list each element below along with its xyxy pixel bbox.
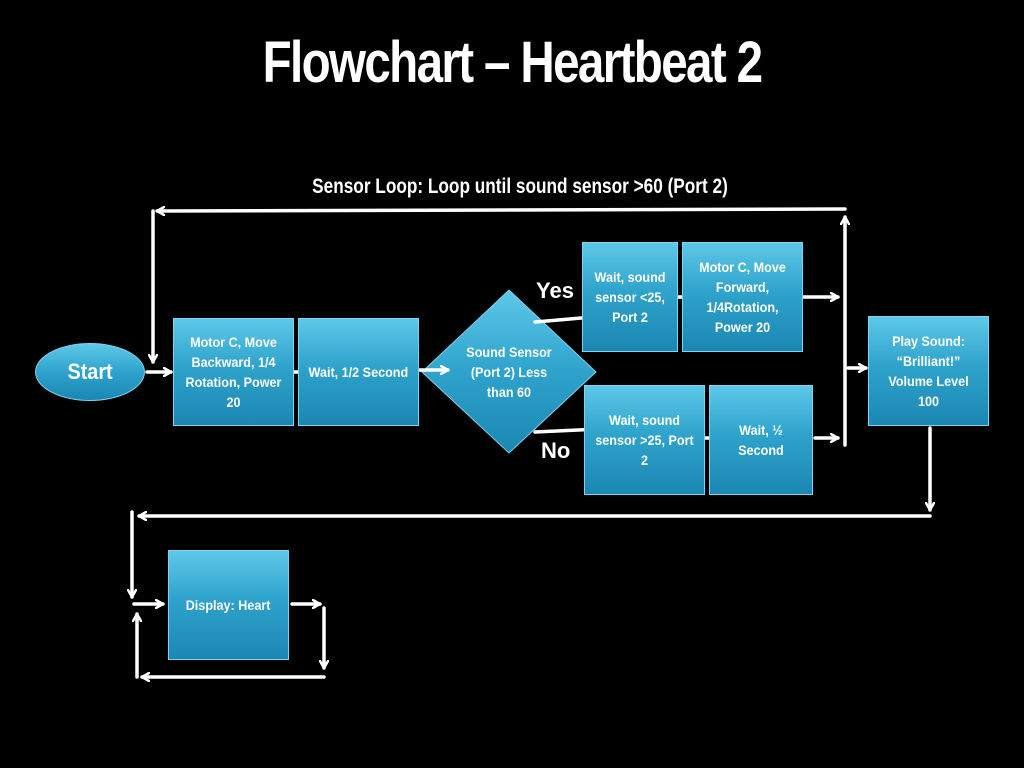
start-node: Start [35,343,145,401]
motor-backward-box: Motor C, Move Backward, 1/4 Rotation, Po… [173,318,294,426]
decision-diamond [421,289,597,454]
loop-top-line [155,209,847,211]
motor-forward-label: Motor C, Move Forward, 1/4Rotation, Powe… [699,259,786,335]
wait-half-second-box: Wait, 1/2 Second [298,318,419,426]
display-heart-label: Display: Heart [186,597,271,613]
wait-half-second-b-label: Wait, ½ Second [738,422,784,458]
start-label: Start [67,359,113,384]
no-label: No [541,438,571,463]
display-heart-box: Display: Heart [168,550,289,660]
wait-sensor-lt25-box: Wait, sound sensor <25, Port 2 [582,242,678,352]
wait-half-second-b-box: Wait, ½ Second [709,385,813,495]
wait-sensor-lt25-label: Wait, sound sensor <25, Port 2 [594,269,666,325]
motor-backward-label: Motor C, Move Backward, 1/4 Rotation, Po… [185,334,282,410]
decision-text: Sound Sensor (Port 2) Less than 60 [450,318,568,426]
play-sound-box: Play Sound: “Brilliant!” Volume Level 10… [868,316,989,426]
wait-sensor-gt25-label: Wait, sound sensor >25, Port 2 [595,412,694,468]
sensor-loop-label: Sensor Loop: Loop until sound sensor >60… [312,175,728,198]
yes-label: Yes [536,278,574,303]
play-sound-label: Play Sound: “Brilliant!” Volume Level 10… [888,333,969,409]
decision-label: Sound Sensor (Port 2) Less than 60 [466,344,552,400]
motor-forward-box: Motor C, Move Forward, 1/4Rotation, Powe… [682,242,803,352]
wait-half-second-label: Wait, 1/2 Second [308,364,409,380]
wait-sensor-gt25-box: Wait, sound sensor >25, Port 2 [584,385,705,495]
page-title: Flowchart – Heartbeat 2 [262,30,763,95]
